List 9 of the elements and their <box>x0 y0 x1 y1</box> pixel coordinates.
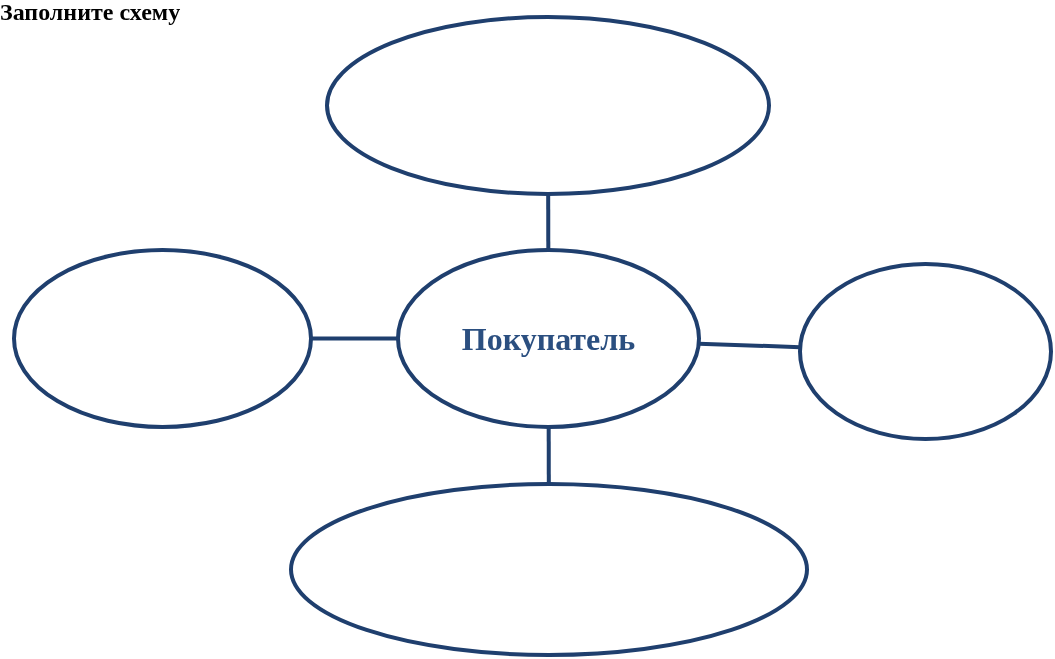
ellipse-node <box>396 248 701 429</box>
title: Заполните схему <box>0 0 181 24</box>
ellipse-node <box>289 482 809 657</box>
ellipse-node <box>798 262 1053 441</box>
ellipse-node <box>12 248 313 429</box>
connector-line <box>546 194 551 250</box>
node-label: Покупатель <box>461 319 636 359</box>
connector-line <box>546 427 551 484</box>
ellipse-node <box>325 15 771 196</box>
